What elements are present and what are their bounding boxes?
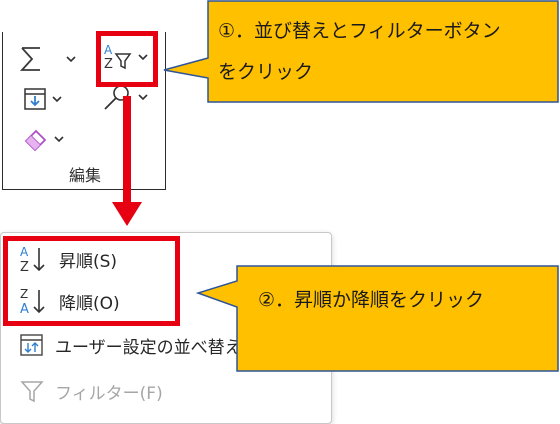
svg-text:A: A xyxy=(20,245,29,259)
menu-item-sort-descending[interactable]: Z A 降順(O) xyxy=(19,285,120,317)
svg-text:A: A xyxy=(104,43,113,57)
svg-text:Z: Z xyxy=(104,57,113,72)
menu-item-label: フィルター(F) xyxy=(55,383,163,404)
filter-icon xyxy=(20,381,44,403)
chevron-down-icon xyxy=(138,54,148,61)
sort-order-highlight xyxy=(3,236,180,326)
sort-descending-icon: Z A xyxy=(20,287,45,316)
group-label: 編集 xyxy=(68,166,101,185)
editing-group: A Z xyxy=(2,32,166,190)
callout-1-shape xyxy=(163,0,559,103)
callout-2-shape xyxy=(195,265,559,372)
callout-1-line-1: ①．並び替えとフィルターボタン xyxy=(218,20,501,42)
svg-text:Z: Z xyxy=(20,287,28,301)
chevron-down-icon xyxy=(66,56,76,63)
chevron-down-icon xyxy=(52,96,62,103)
menu-item-custom-sort[interactable]: ユーザー設定の並べ替え xyxy=(19,329,242,361)
arrow-shaft xyxy=(123,96,131,204)
chevron-down-icon xyxy=(138,94,148,101)
sort-filter-button[interactable]: A Z xyxy=(103,42,149,72)
arrow-head xyxy=(112,202,142,226)
sort-ascending-icon: A Z xyxy=(20,245,45,274)
menu-item-label: 降順(O) xyxy=(59,293,120,314)
menu-item-sort-ascending[interactable]: A Z 昇順(S) xyxy=(19,243,117,275)
autosum-button[interactable] xyxy=(19,44,77,74)
fill-button[interactable] xyxy=(23,84,63,114)
svg-text:A: A xyxy=(20,302,29,316)
chevron-down-icon xyxy=(54,136,64,143)
callout-2-text: ②．昇順か降順をクリック xyxy=(258,289,485,311)
sort-filter-highlight xyxy=(96,31,158,87)
sigma-icon xyxy=(19,47,40,71)
clear-button[interactable] xyxy=(23,124,65,154)
menu-item-filter[interactable]: フィルター(F) xyxy=(19,375,163,407)
callout-1-line-2: をクリック xyxy=(218,61,314,83)
sort-filter-icon: A Z xyxy=(104,43,132,72)
fill-down-icon xyxy=(24,88,46,110)
custom-sort-icon xyxy=(20,334,43,356)
menu-item-label: ユーザー設定の並べ替え xyxy=(55,337,242,358)
svg-text:Z: Z xyxy=(20,260,29,274)
menu-item-label: 昇順(S) xyxy=(59,251,118,272)
eraser-icon xyxy=(24,129,47,152)
